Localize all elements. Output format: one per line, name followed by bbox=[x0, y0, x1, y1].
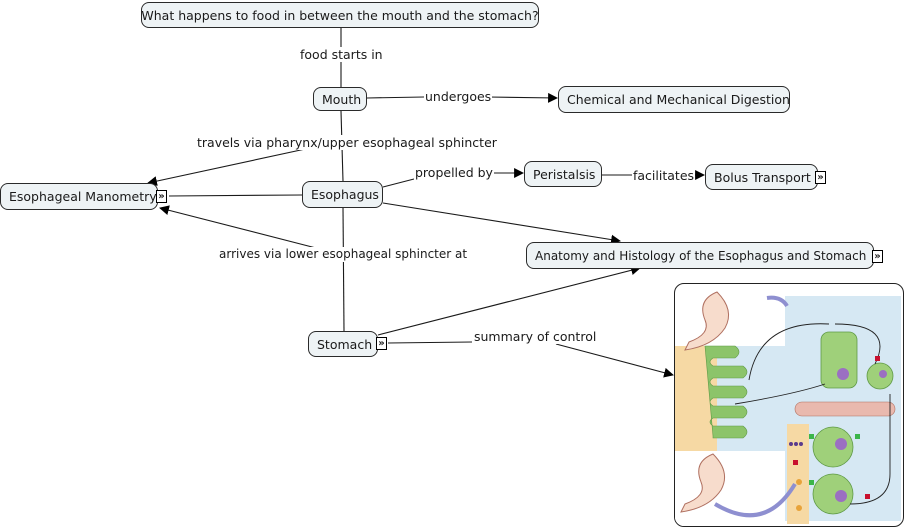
link-label-summary-of-control: summary of control bbox=[473, 329, 598, 344]
concept-stomach[interactable]: Stomach bbox=[308, 331, 378, 357]
concept-anatomy-label: Anatomy and Histology of the Esophagus a… bbox=[535, 248, 867, 263]
link-esophagus-anatomy bbox=[382, 202, 621, 245]
link-mouth-undergoes bbox=[366, 96, 425, 99]
gastric-control-illustration bbox=[675, 291, 901, 526]
link-label-propelled-by: propelled by bbox=[414, 165, 494, 180]
concept-chemical-mechanical-digestion[interactable]: Chemical and Mechanical Digestion bbox=[558, 86, 790, 113]
link-label-arrives-via: arrives via lower esophageal sphincter a… bbox=[218, 247, 469, 262]
focus-question-text: What happens to food in between the mout… bbox=[141, 7, 539, 23]
concept-bolus-label: Bolus Transport bbox=[714, 169, 811, 185]
concept-esophageal-manometry[interactable]: Esophageal Manometry bbox=[0, 183, 158, 210]
gastric-control-diagram-image[interactable] bbox=[674, 283, 904, 527]
link-esophagus-stomach bbox=[342, 207, 345, 332]
link-undergoes-chem bbox=[487, 92, 558, 103]
link-label-travels-via: travels via pharynx/upper esophageal sph… bbox=[196, 135, 498, 150]
link-esophagus-propelled bbox=[382, 178, 415, 188]
concept-manometry-label: Esophageal Manometry bbox=[9, 189, 157, 204]
link-label-facilitates: facilitates bbox=[632, 168, 696, 183]
link-label-food-starts-in: food starts in bbox=[299, 47, 384, 62]
link-label-undergoes: undergoes bbox=[424, 89, 493, 104]
expand-resources-icon[interactable]: » bbox=[872, 250, 883, 263]
concept-bolus-transport[interactable]: Bolus Transport bbox=[705, 164, 818, 190]
concept-chemical-label: Chemical and Mechanical Digestion bbox=[567, 92, 790, 107]
concept-mouth-label: Mouth bbox=[322, 91, 362, 107]
focus-question-node[interactable]: What happens to food in between the mout… bbox=[141, 2, 539, 28]
concept-stomach-label: Stomach bbox=[317, 336, 373, 352]
expand-resources-icon[interactable]: » bbox=[376, 337, 387, 350]
concept-mouth[interactable]: Mouth bbox=[313, 87, 367, 111]
link-stomach-anatomy bbox=[377, 265, 641, 336]
concept-peristalsis-label: Peristalsis bbox=[533, 166, 596, 182]
link-stomach-summary bbox=[387, 341, 473, 344]
expand-resources-icon[interactable]: » bbox=[156, 190, 167, 203]
concept-anatomy-histology[interactable]: Anatomy and Histology of the Esophagus a… bbox=[526, 242, 874, 269]
expand-resources-icon[interactable]: » bbox=[815, 171, 826, 184]
concept-esophagus[interactable]: Esophagus bbox=[302, 181, 383, 208]
concept-peristalsis[interactable]: Peristalsis bbox=[524, 161, 602, 187]
link-arrives-manometry bbox=[159, 205, 317, 249]
link-esophagus-manometry bbox=[168, 194, 303, 197]
link-travels-manometry bbox=[147, 147, 311, 186]
link-summary-image bbox=[555, 343, 674, 378]
concept-esophagus-label: Esophagus bbox=[311, 187, 379, 202]
